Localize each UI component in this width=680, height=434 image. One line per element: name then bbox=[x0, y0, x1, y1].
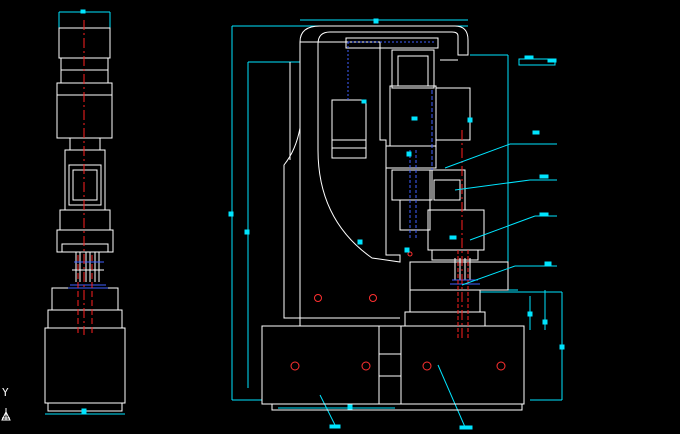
side-view bbox=[44, 9, 126, 415]
centerlines bbox=[457, 130, 469, 338]
side-view-body bbox=[44, 27, 126, 412]
callout-leaders bbox=[357, 99, 557, 286]
ucs-icon bbox=[1, 408, 11, 421]
front-view bbox=[228, 18, 565, 430]
ucs-y-label: Y bbox=[2, 386, 9, 399]
overall-dimension-lines bbox=[228, 18, 565, 430]
hidden-lines bbox=[347, 41, 480, 285]
c-frame bbox=[283, 25, 469, 327]
base bbox=[261, 325, 525, 411]
side-view-centerlines bbox=[77, 20, 93, 335]
mounting-holes bbox=[290, 251, 506, 371]
side-view-hidden-lines bbox=[68, 261, 108, 289]
spindle-head bbox=[331, 37, 509, 327]
side-view-top-dimension bbox=[58, 9, 111, 28]
side-view-bottom-dimension bbox=[45, 408, 125, 415]
